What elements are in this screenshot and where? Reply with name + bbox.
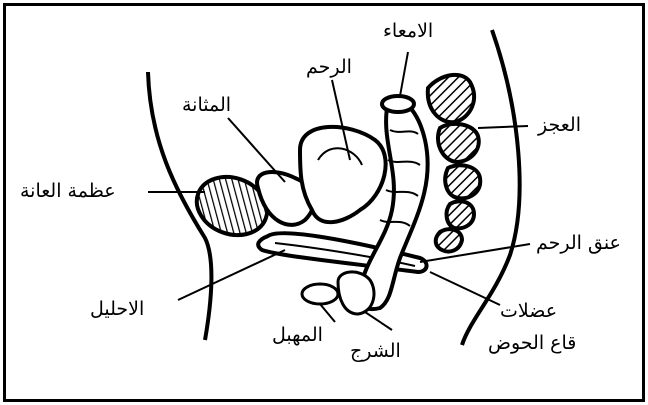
label-vagina: المهبل xyxy=(272,326,323,345)
label-cervix: عنق الرحم xyxy=(536,234,621,253)
anus-shape xyxy=(338,272,374,314)
label-bladder: المثانة xyxy=(182,96,231,115)
uterus-shape xyxy=(300,127,386,222)
label-intestines: الامعاء xyxy=(383,22,433,41)
vagina-opening xyxy=(302,284,338,304)
label-pubic-bone: عظمة العانة xyxy=(20,182,116,201)
label-anus: الشرج xyxy=(350,342,401,361)
sacrum-shape xyxy=(428,75,480,252)
label-pelvic-floor-2: قاع الحوض xyxy=(488,334,576,353)
label-pelvic-floor-1: عضلات xyxy=(500,302,557,321)
intestine-opening xyxy=(382,96,414,112)
label-sacrum: العجز xyxy=(538,116,581,135)
label-uterus: الرحم xyxy=(306,58,352,77)
label-urethra: الاحليل xyxy=(90,300,144,319)
